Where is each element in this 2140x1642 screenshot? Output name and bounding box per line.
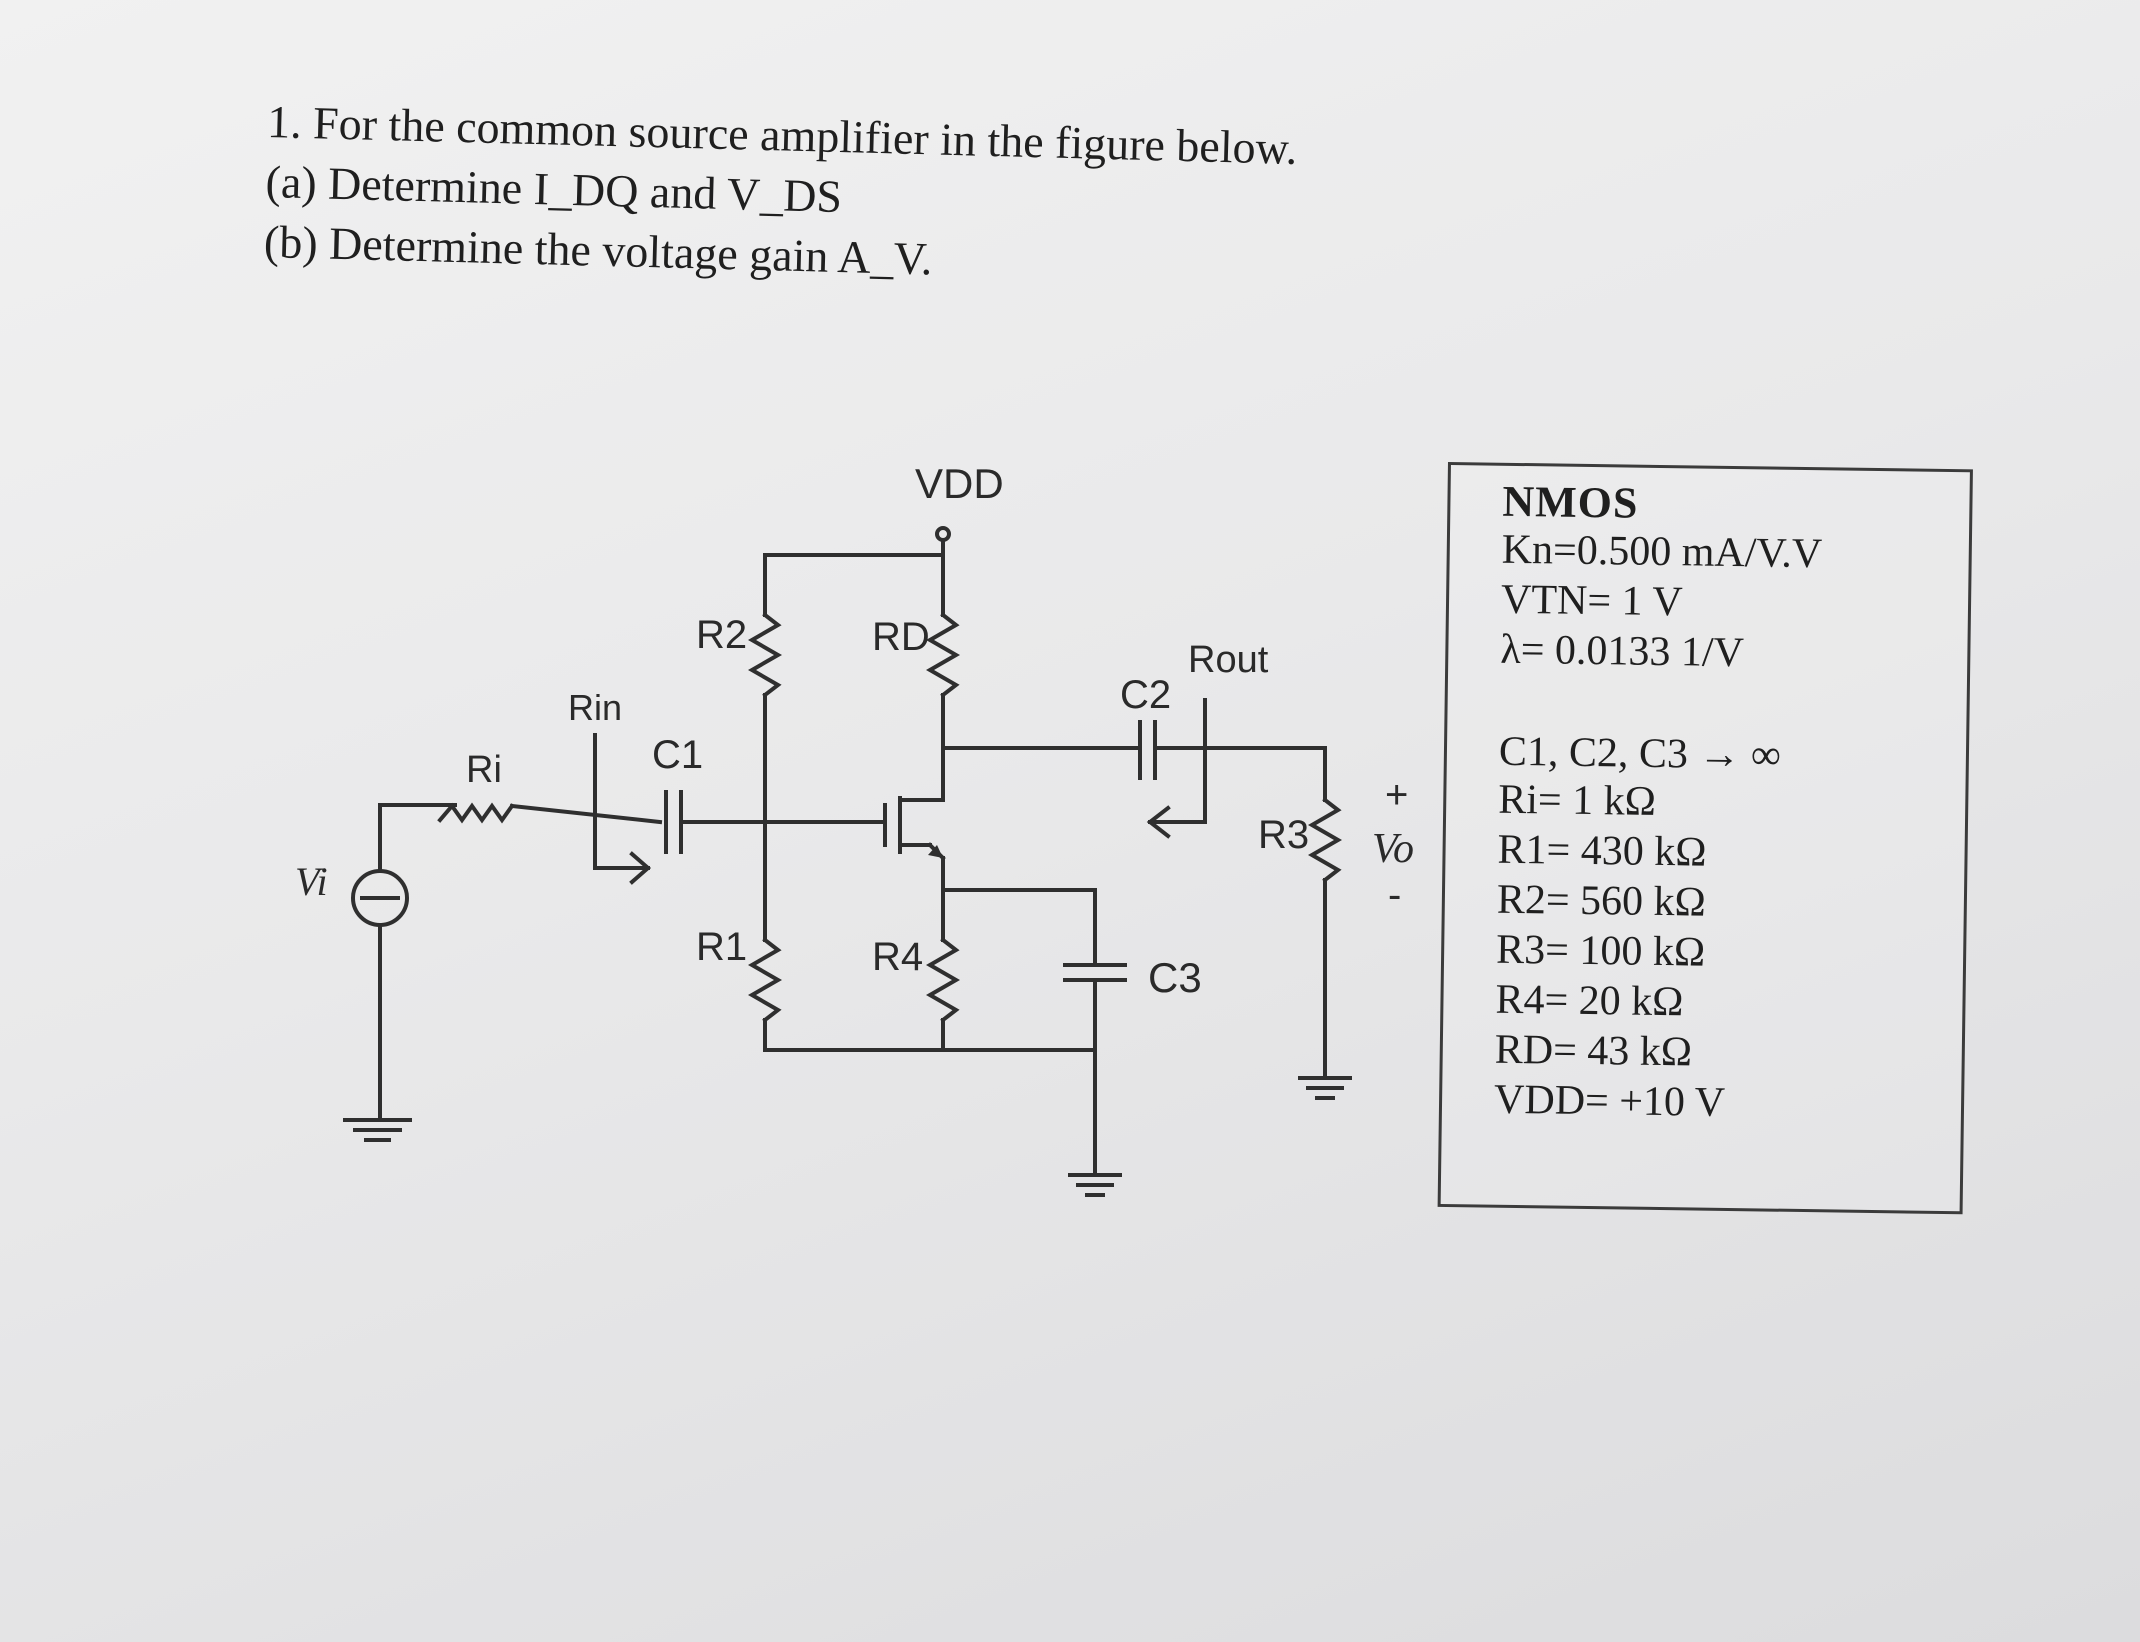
label-vi: Vi	[295, 859, 328, 904]
label-vo: Vo	[1372, 826, 1414, 872]
label-minus: -	[1388, 873, 1401, 917]
param-vtn: VTN= 1 V	[1500, 576, 1683, 626]
param-kn: Kn=0.500 mA/V.V	[1501, 526, 1823, 578]
rd-resistor	[925, 612, 961, 698]
label-c2: C2	[1120, 673, 1171, 717]
label-r1: R1	[696, 925, 747, 969]
label-rd: RD	[872, 615, 930, 659]
ri-resistor	[437, 802, 515, 824]
rin-arrow	[593, 733, 652, 885]
vi-voltage-source	[351, 869, 409, 927]
label-c1: C1	[652, 733, 703, 777]
r1-resistor	[747, 937, 783, 1023]
ground-bottom	[1068, 1173, 1122, 1197]
r3-resistor	[1307, 797, 1343, 883]
c2-capacitor	[1138, 720, 1157, 780]
param-r3: R3= 100 kΩ	[1495, 926, 1706, 976]
param-r4: R4= 20 kΩ	[1495, 976, 1684, 1026]
nmos-parameter-box: NMOS Kn=0.500 mA/V.V VTN= 1 V λ= 0.0133 …	[1437, 462, 1973, 1215]
label-r3: R3	[1258, 813, 1309, 857]
param-r2: R2= 560 kΩ	[1496, 876, 1707, 926]
r2-resistor	[747, 612, 783, 698]
label-c3: C3	[1148, 954, 1202, 1001]
label-vdd: VDD	[915, 460, 1004, 507]
ground-output	[1298, 1076, 1352, 1100]
label-r4: R4	[872, 935, 923, 979]
label-ri: Ri	[466, 749, 502, 791]
param-vdd: VDD= +10 V	[1493, 1076, 1726, 1126]
label-plus: +	[1385, 773, 1408, 817]
c1-capacitor	[664, 790, 683, 854]
param-lambda: λ= 0.0133 1/V	[1500, 626, 1745, 677]
label-r2: R2	[696, 613, 747, 657]
param-r1: R1= 430 kΩ	[1497, 826, 1707, 876]
r4-resistor	[925, 937, 961, 1023]
param-ri: Ri= 1 kΩ	[1497, 776, 1657, 825]
param-rd: RD= 43 kΩ	[1494, 1026, 1693, 1076]
label-rout: Rout	[1188, 639, 1269, 681]
param-title: NMOS	[1502, 476, 1639, 528]
ground-input	[343, 1118, 412, 1142]
nmos-transistor	[883, 793, 946, 892]
param-caps: C1, C2, C3 → ∞	[1498, 728, 1782, 779]
c3-capacitor	[1063, 963, 1127, 982]
rout-arrow	[1146, 698, 1207, 839]
label-rin: Rin	[568, 687, 622, 728]
